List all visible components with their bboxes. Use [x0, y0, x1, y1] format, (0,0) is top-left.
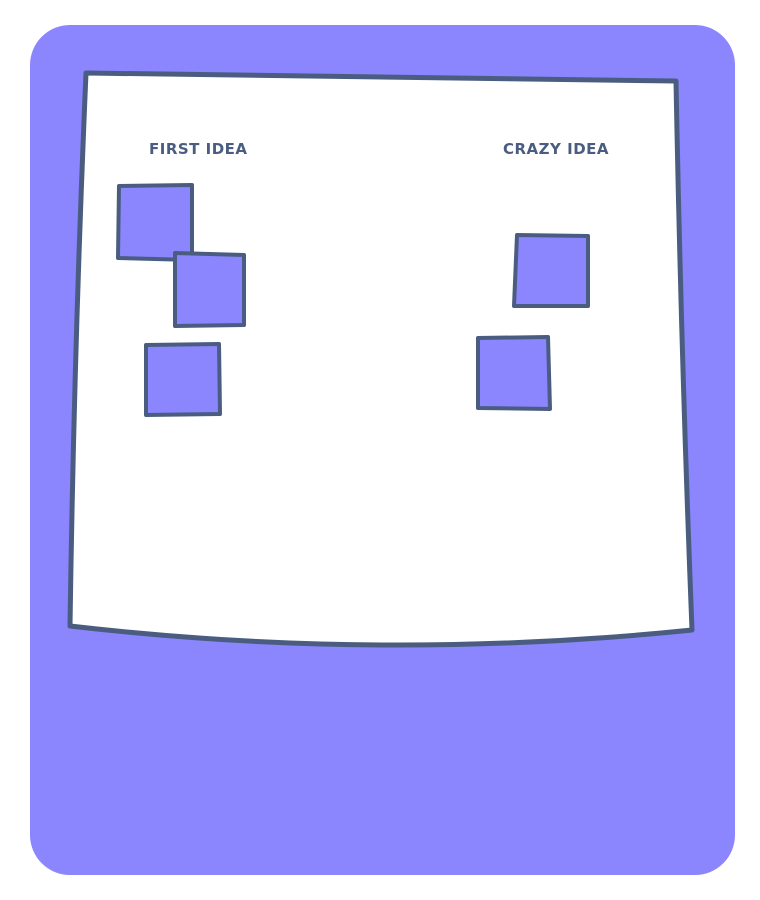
- whiteboard: [67, 70, 695, 648]
- sticky-note: [512, 233, 590, 308]
- sticky-note: [144, 342, 222, 417]
- column-label-first-idea: FIRST IDEA: [149, 140, 248, 158]
- sticky-note: [116, 183, 194, 262]
- column-label-crazy-idea: CRAZY IDEA: [503, 140, 610, 158]
- sticky-note: [476, 335, 552, 411]
- sticky-note: [173, 251, 246, 328]
